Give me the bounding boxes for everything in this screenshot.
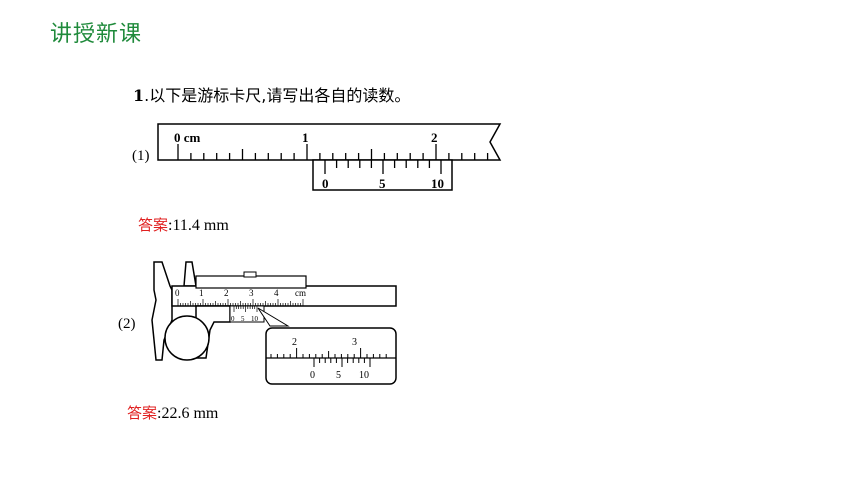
main-scale-label-1: 1 [302,130,309,145]
m2-label-3: 3 [249,288,254,298]
vernier-ticks-2 [233,306,258,312]
fixed-jaw [151,261,173,361]
vernier-label-0: 0 [322,176,329,191]
lock-screw [243,271,257,278]
part2-label: (2) [118,316,136,332]
part1-answer: 答案:11.4 mm [138,214,229,235]
question-prompt: .以下是游标卡尺,请写出各自的读数。 [144,86,411,105]
question-text: 1.以下是游标卡尺,请写出各自的读数。 [133,82,410,106]
main-scale-body-1 [157,123,502,161]
main-scale-label-2: 2 [431,130,438,145]
m2-label-1: 1 [199,288,204,298]
v2-label-5: 5 [241,315,245,323]
vernier-ticks-1 [324,160,442,174]
zoom-main-label-2: 2 [292,337,297,348]
m2-label-0: 0 [175,288,180,298]
m2-label-4: 4 [274,288,279,298]
vernier-label-5: 5 [379,176,386,191]
zoom-vernier-label-0: 0 [310,370,315,381]
m2-label-cm: cm [295,288,306,298]
v2-label-10: 10 [251,315,259,323]
vernier-label-10: 10 [431,176,444,191]
main-scale-label-0: 0 cm [174,130,201,145]
page-title: 讲授新课 [50,22,143,47]
zoom-box [265,327,397,385]
m2-label-2: 2 [224,288,229,298]
v2-label-0: 0 [231,315,235,323]
zoom-vernier-label-5: 5 [336,370,341,381]
answer-label-1: 答案 [138,216,169,234]
upper-jaw [183,261,197,287]
answer-label-2: 答案 [127,404,158,422]
answer-value-2: :22.6 mm [157,405,219,422]
answer-value-1: :11.4 mm [168,217,229,234]
zoom-vernier-label-10: 10 [359,370,369,381]
main-scale-ticks-1 [177,144,489,160]
zoom-main-label-3: 3 [352,337,357,348]
zoom-ticks [270,348,387,367]
zoom-pointer [257,307,290,327]
part2-answer: 答案:22.6 mm [127,402,218,423]
part1-label: (1) [132,148,150,164]
measured-cylinder [164,315,210,361]
question-number: 1 [133,86,145,105]
slider-top [195,275,307,289]
